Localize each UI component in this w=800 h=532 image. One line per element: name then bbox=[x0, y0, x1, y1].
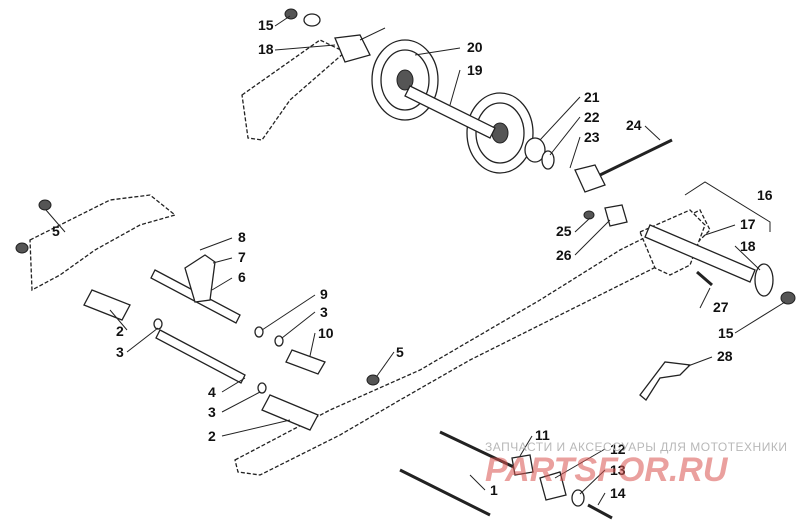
snap-ring-22 bbox=[541, 150, 555, 170]
cap-15-right bbox=[780, 291, 796, 305]
bolt-1-a bbox=[399, 468, 491, 517]
callout-15-top: 15 bbox=[258, 17, 274, 33]
nut-5-b bbox=[15, 242, 29, 254]
washer-top bbox=[303, 13, 321, 27]
axle-17 bbox=[644, 224, 756, 283]
callout-22: 22 bbox=[584, 109, 600, 125]
callout-6: 6 bbox=[238, 269, 246, 285]
callout-4: 4 bbox=[208, 384, 216, 400]
nut-5-a bbox=[38, 199, 52, 211]
wheel-hub-18 bbox=[754, 263, 774, 297]
callout-5-left: 5 bbox=[52, 223, 60, 239]
watermark-logo: PARTSFOR.RU bbox=[485, 451, 729, 489]
bolt-1-b bbox=[439, 430, 521, 472]
spacer-11 bbox=[511, 454, 534, 476]
callout-24: 24 bbox=[626, 117, 642, 133]
callout-25: 25 bbox=[556, 223, 572, 239]
callout-8: 8 bbox=[238, 229, 246, 245]
washer-3-a bbox=[274, 335, 284, 347]
callout-2-lower: 2 bbox=[208, 428, 216, 444]
callout-20: 20 bbox=[467, 39, 483, 55]
callout-19: 19 bbox=[467, 62, 483, 78]
callout-1: 1 bbox=[490, 482, 498, 498]
block-26 bbox=[604, 204, 628, 227]
callout-3-upper-right: 3 bbox=[320, 304, 328, 320]
bolt-27 bbox=[696, 270, 713, 287]
washer-3-c bbox=[257, 382, 267, 394]
pivot-arm-7 bbox=[184, 254, 216, 303]
washer-3-b bbox=[153, 318, 163, 330]
callout-labels: 15 18 20 19 21 22 23 24 16 17 18 25 26 2… bbox=[52, 17, 773, 501]
callout-27: 27 bbox=[713, 299, 729, 315]
washer-9 bbox=[254, 326, 264, 338]
callout-12: 12 bbox=[610, 441, 626, 457]
spacer-10 bbox=[285, 349, 326, 375]
watermark: ЗАПЧАСТИ И АКСЕССУАРЫ ДЛЯ МОТОТЕХНИКИ PA… bbox=[485, 440, 787, 489]
right-slide-rail bbox=[234, 209, 711, 476]
callout-16: 16 bbox=[757, 187, 773, 203]
callout-3-left: 3 bbox=[116, 344, 124, 360]
callout-23: 23 bbox=[584, 129, 600, 145]
callout-10: 10 bbox=[318, 325, 334, 341]
idler-wheel-right bbox=[466, 92, 534, 174]
callout-17: 17 bbox=[740, 216, 756, 232]
watermark-caption: ЗАПЧАСТИ И АКСЕССУАРЫ ДЛЯ МОТОТЕХНИКИ bbox=[485, 440, 787, 454]
callout-3-lower: 3 bbox=[208, 404, 216, 420]
bolt-24 bbox=[599, 138, 673, 177]
bolt-14 bbox=[587, 503, 613, 520]
callout-21: 21 bbox=[584, 89, 600, 105]
callout-5-middle: 5 bbox=[396, 344, 404, 360]
cross-shaft-4 bbox=[155, 329, 246, 384]
adjuster-block-23 bbox=[574, 164, 606, 193]
spacer-2-lower bbox=[261, 394, 319, 431]
callout-13: 13 bbox=[610, 462, 626, 478]
bearing-21 bbox=[524, 137, 546, 163]
callout-11: 11 bbox=[535, 427, 550, 443]
nut-5-c bbox=[366, 374, 380, 386]
spacer-2-upper bbox=[83, 289, 131, 321]
rail-fragment-top bbox=[241, 39, 347, 141]
nut-25 bbox=[583, 210, 595, 220]
nut-15-top bbox=[284, 8, 298, 20]
leader-lines bbox=[45, 15, 786, 506]
callout-7: 7 bbox=[238, 249, 246, 265]
washer-13 bbox=[571, 489, 585, 507]
callout-9: 9 bbox=[320, 286, 328, 302]
callout-15-right: 15 bbox=[718, 325, 734, 341]
upper-bracket-18 bbox=[334, 34, 371, 63]
callout-28: 28 bbox=[717, 348, 733, 364]
callout-26: 26 bbox=[556, 247, 572, 263]
callout-18-top: 18 bbox=[258, 41, 274, 57]
callout-2-upper: 2 bbox=[116, 323, 124, 339]
left-slide-rail bbox=[29, 194, 177, 292]
bushing-12 bbox=[539, 471, 567, 501]
bracket-28 bbox=[639, 361, 692, 401]
wheel-axle-19 bbox=[404, 85, 496, 139]
callout-14: 14 bbox=[610, 485, 626, 501]
callout-18-right: 18 bbox=[740, 238, 756, 254]
